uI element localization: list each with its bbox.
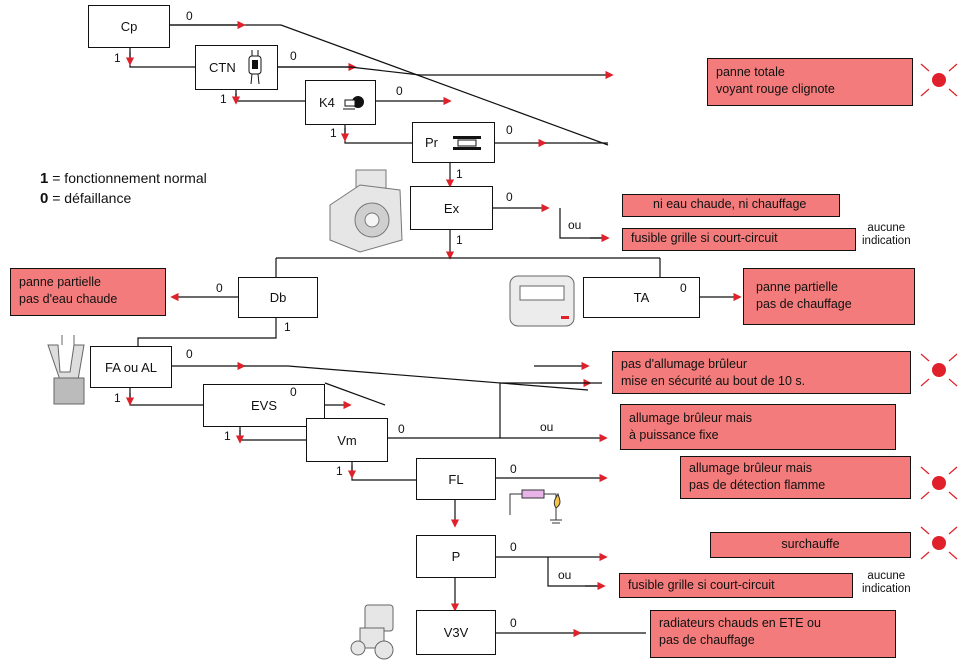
- component-label: Vm: [337, 432, 357, 448]
- component-label: V3V: [443, 625, 469, 640]
- label-one: 1: [284, 320, 291, 334]
- result-fusible-grille-2: fusible grille si court-circuit: [619, 573, 853, 598]
- component-label: TA: [633, 290, 650, 305]
- component-vm: Vm: [306, 418, 388, 462]
- component-fa-ou-al: FA ou AL: [90, 346, 172, 388]
- label-one: 1: [114, 51, 121, 65]
- component-label: FA ou AL: [104, 359, 158, 375]
- legend-text: = défaillance: [48, 190, 132, 206]
- component-label: Pr: [425, 135, 438, 150]
- legend-key: 1: [40, 170, 49, 187]
- component-ta: TA: [583, 277, 700, 318]
- result-panne-totale: panne totale voyant rouge clignote: [707, 58, 913, 106]
- label-ou: ou: [558, 568, 572, 582]
- result-pas-eau-chaude: panne partielle pas d'eau chaude: [10, 268, 166, 316]
- flame-rod-icon: [509, 489, 562, 524]
- result-puissance-fixe: allumage brûleur mais à puissance fixe: [620, 404, 896, 450]
- component-v3v: V3V: [416, 610, 496, 655]
- component-ctn: CTN: [195, 45, 278, 90]
- component-fl: FL: [416, 458, 496, 500]
- result-pas-chauffage: panne partielle pas de chauffage: [743, 268, 915, 325]
- label-ou: ou: [540, 420, 554, 434]
- component-label: K4: [319, 95, 335, 110]
- legend-key: 0: [40, 190, 49, 207]
- label-one: 1: [224, 429, 231, 443]
- component-cp: Cp: [88, 5, 170, 48]
- component-label: Cp: [120, 19, 138, 34]
- three-way-valve-icon: [350, 604, 394, 660]
- red-blinking-light-icon: [920, 353, 958, 387]
- label-zero: 0: [216, 281, 223, 295]
- component-k4: K4: [305, 80, 376, 125]
- label-zero: 0: [186, 347, 193, 361]
- component-p: P: [416, 535, 496, 578]
- fan-extractor-icon: [329, 169, 403, 253]
- label-zero: 0: [510, 462, 517, 476]
- red-blinking-light-icon: [920, 63, 958, 97]
- label-one: 1: [330, 126, 337, 140]
- legend-normal: 1 = fonctionnement normal: [40, 170, 207, 187]
- label-one: 1: [336, 464, 343, 478]
- label-zero: 0: [680, 281, 687, 295]
- red-blinking-light-icon: [920, 526, 958, 560]
- label-no-indication: aucune indication: [862, 222, 911, 247]
- label-ou: ou: [568, 218, 582, 232]
- component-label: EVS: [250, 398, 277, 413]
- legend-text: = fonctionnement normal: [48, 170, 207, 186]
- label-one: 1: [456, 167, 463, 181]
- room-thermostat-icon: [509, 275, 575, 327]
- label-zero: 0: [398, 422, 405, 436]
- ignition-electrode-icon: [47, 335, 85, 405]
- component-label: FL: [448, 471, 464, 487]
- label-no-indication: aucune indication: [862, 570, 911, 595]
- pressure-switch-icon: [453, 135, 481, 150]
- component-evs: EVS: [203, 384, 325, 427]
- label-one: 1: [220, 92, 227, 106]
- component-pr: Pr: [412, 122, 495, 163]
- result-ni-eau-chaude: ni eau chaude, ni chauffage: [622, 194, 840, 217]
- component-label: P: [451, 549, 461, 564]
- component-label: Db: [269, 290, 287, 305]
- red-blinking-light-icon: [920, 466, 958, 500]
- result-fusible-grille-1: fusible grille si court-circuit: [622, 228, 856, 251]
- legend-failure: 0 = défaillance: [40, 190, 131, 207]
- label-zero: 0: [290, 385, 297, 399]
- label-zero: 0: [290, 49, 297, 63]
- component-label: CTN: [209, 60, 236, 75]
- component-db: Db: [238, 277, 318, 318]
- label-zero: 0: [506, 190, 513, 204]
- label-one: 1: [456, 233, 463, 247]
- label-zero: 0: [510, 616, 517, 630]
- label-zero: 0: [186, 9, 193, 23]
- result-detection-flamme: allumage brûleur mais pas de détection f…: [680, 456, 911, 499]
- result-surchauffe: surchauffe: [710, 532, 911, 558]
- motor-icon: [342, 95, 364, 109]
- component-ex: Ex: [410, 186, 493, 230]
- label-zero: 0: [510, 540, 517, 554]
- label-one: 1: [114, 391, 121, 405]
- label-zero: 0: [506, 123, 513, 137]
- result-radiateurs: radiateurs chauds en ETE ou pas de chauf…: [650, 610, 896, 658]
- result-pas-allumage: pas d'allumage brûleur mise en sécurité …: [612, 351, 911, 394]
- label-zero: 0: [396, 84, 403, 98]
- component-label: Ex: [443, 200, 460, 216]
- ntc-sensor-icon: [248, 49, 262, 84]
